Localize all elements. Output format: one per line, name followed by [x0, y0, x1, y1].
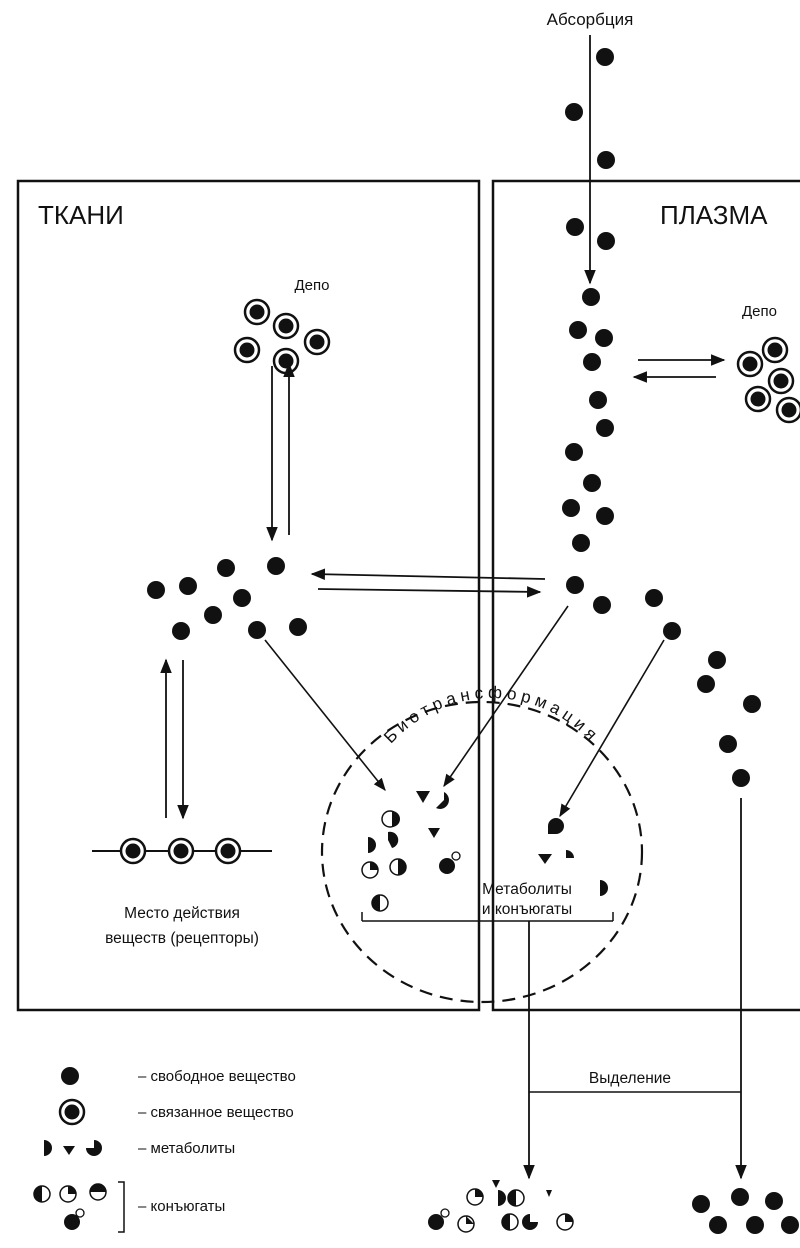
plasma-to-bio-arrow-1: [443, 605, 569, 788]
legend-bound-symbol: [58, 1098, 86, 1126]
legend-conjugates-text: – конъюгаты: [138, 1198, 225, 1215]
legend-conjugates-symbol: [33, 1181, 125, 1233]
plasma-depot-label: Депо: [742, 303, 777, 320]
legend: – свободное вещество – связанное веществ…: [33, 1067, 296, 1233]
metabolites-label-line1: Метаболиты: [482, 881, 572, 898]
legend-metabolites-symbol: [44, 1140, 102, 1156]
plasma-panel: [491, 179, 800, 1012]
absorption-label: Абсорбция: [547, 10, 634, 29]
legend-metabolites-text: – метаболиты: [138, 1140, 235, 1157]
tissues-panel: [16, 179, 481, 1012]
bio-metabolites: [361, 791, 608, 912]
tissue-depot-label: Депо: [295, 277, 330, 294]
plasma-to-tissue-arrow: [310, 568, 546, 581]
tissue-to-bio-arrow: [264, 639, 386, 791]
excreted-free-molecules: [692, 1188, 799, 1234]
legend-free-symbol: [61, 1067, 79, 1085]
tissues-title: ТКАНИ: [38, 200, 124, 230]
biotransformation-circle: [320, 700, 644, 1004]
receptor-label-line2: веществ (рецепторы): [105, 930, 259, 947]
legend-bound-text: – связанное вещество: [138, 1104, 294, 1121]
metabolites-label-line2: и конъюгаты: [482, 901, 572, 918]
absorbed-molecules: [565, 48, 615, 250]
tissue-depot-bound: [233, 298, 331, 375]
receptor-label-line1: Место действия: [124, 905, 240, 922]
receptor-bound-molecules: [119, 837, 242, 865]
excretion-label: Выделение: [589, 1070, 671, 1087]
legend-free-text: – свободное вещество: [138, 1068, 296, 1085]
tissue-free-molecules: [147, 557, 307, 640]
plasma-to-bio-arrow-2: [559, 639, 665, 818]
plasma-free-molecules: [562, 288, 761, 787]
tissue-to-plasma-arrow: [317, 586, 542, 598]
plasma-title: ПЛАЗМА: [660, 200, 768, 230]
excreted-metabolites: [428, 1180, 574, 1233]
plasma-depot-bound: [736, 336, 800, 424]
